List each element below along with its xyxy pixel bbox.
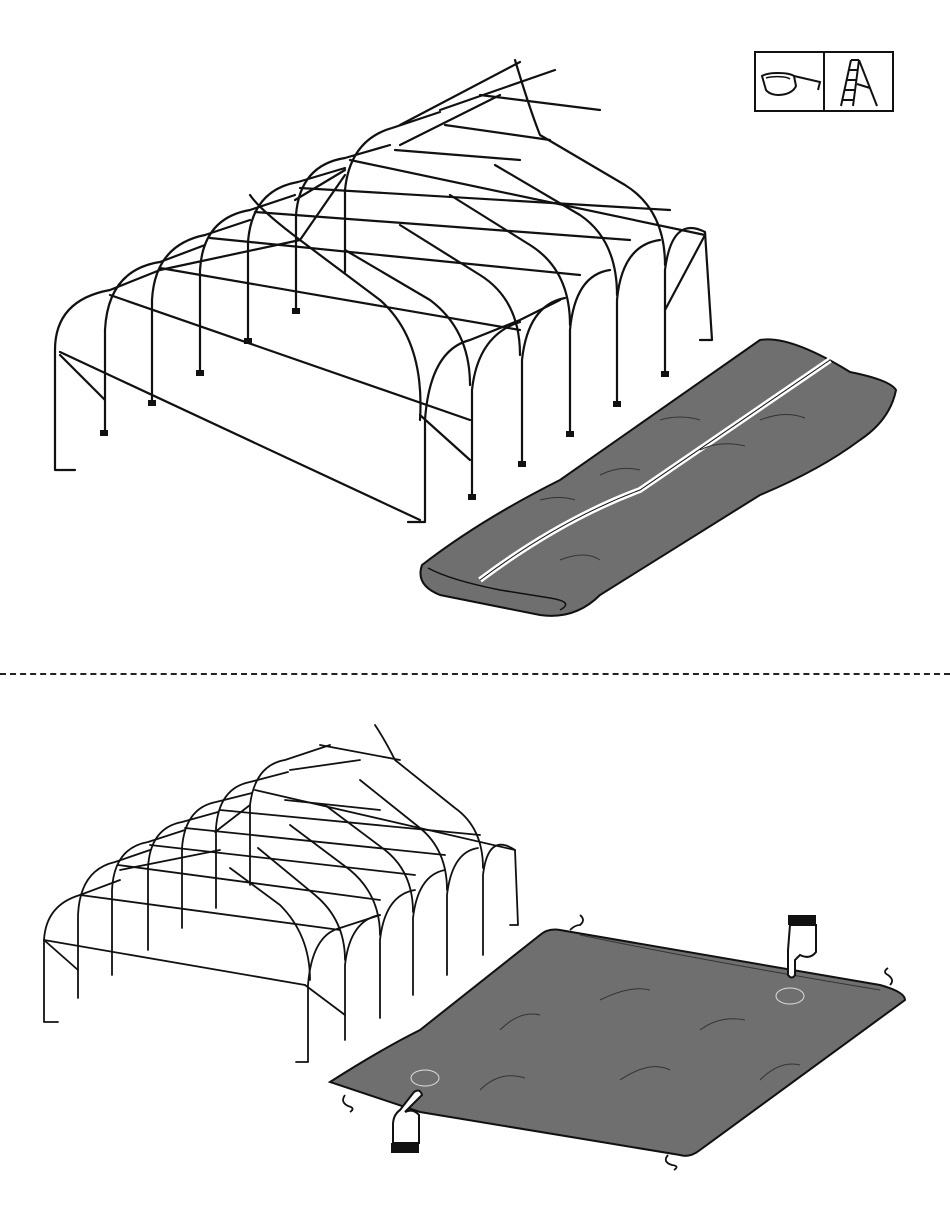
pointing-hand-icon [788,915,816,978]
top-illustration [0,0,950,670]
tie-down-rope [885,968,892,985]
step-divider [0,673,950,675]
step-frame-rolled-tarp [0,0,950,670]
rolled-floor-tarp [420,339,896,615]
step-frame-spread-tarp [0,680,950,1229]
bottom-illustration [0,680,950,1229]
tie-down-rope [343,1095,352,1112]
tie-down-rope [666,1155,677,1170]
tie-down-rope [570,915,583,930]
